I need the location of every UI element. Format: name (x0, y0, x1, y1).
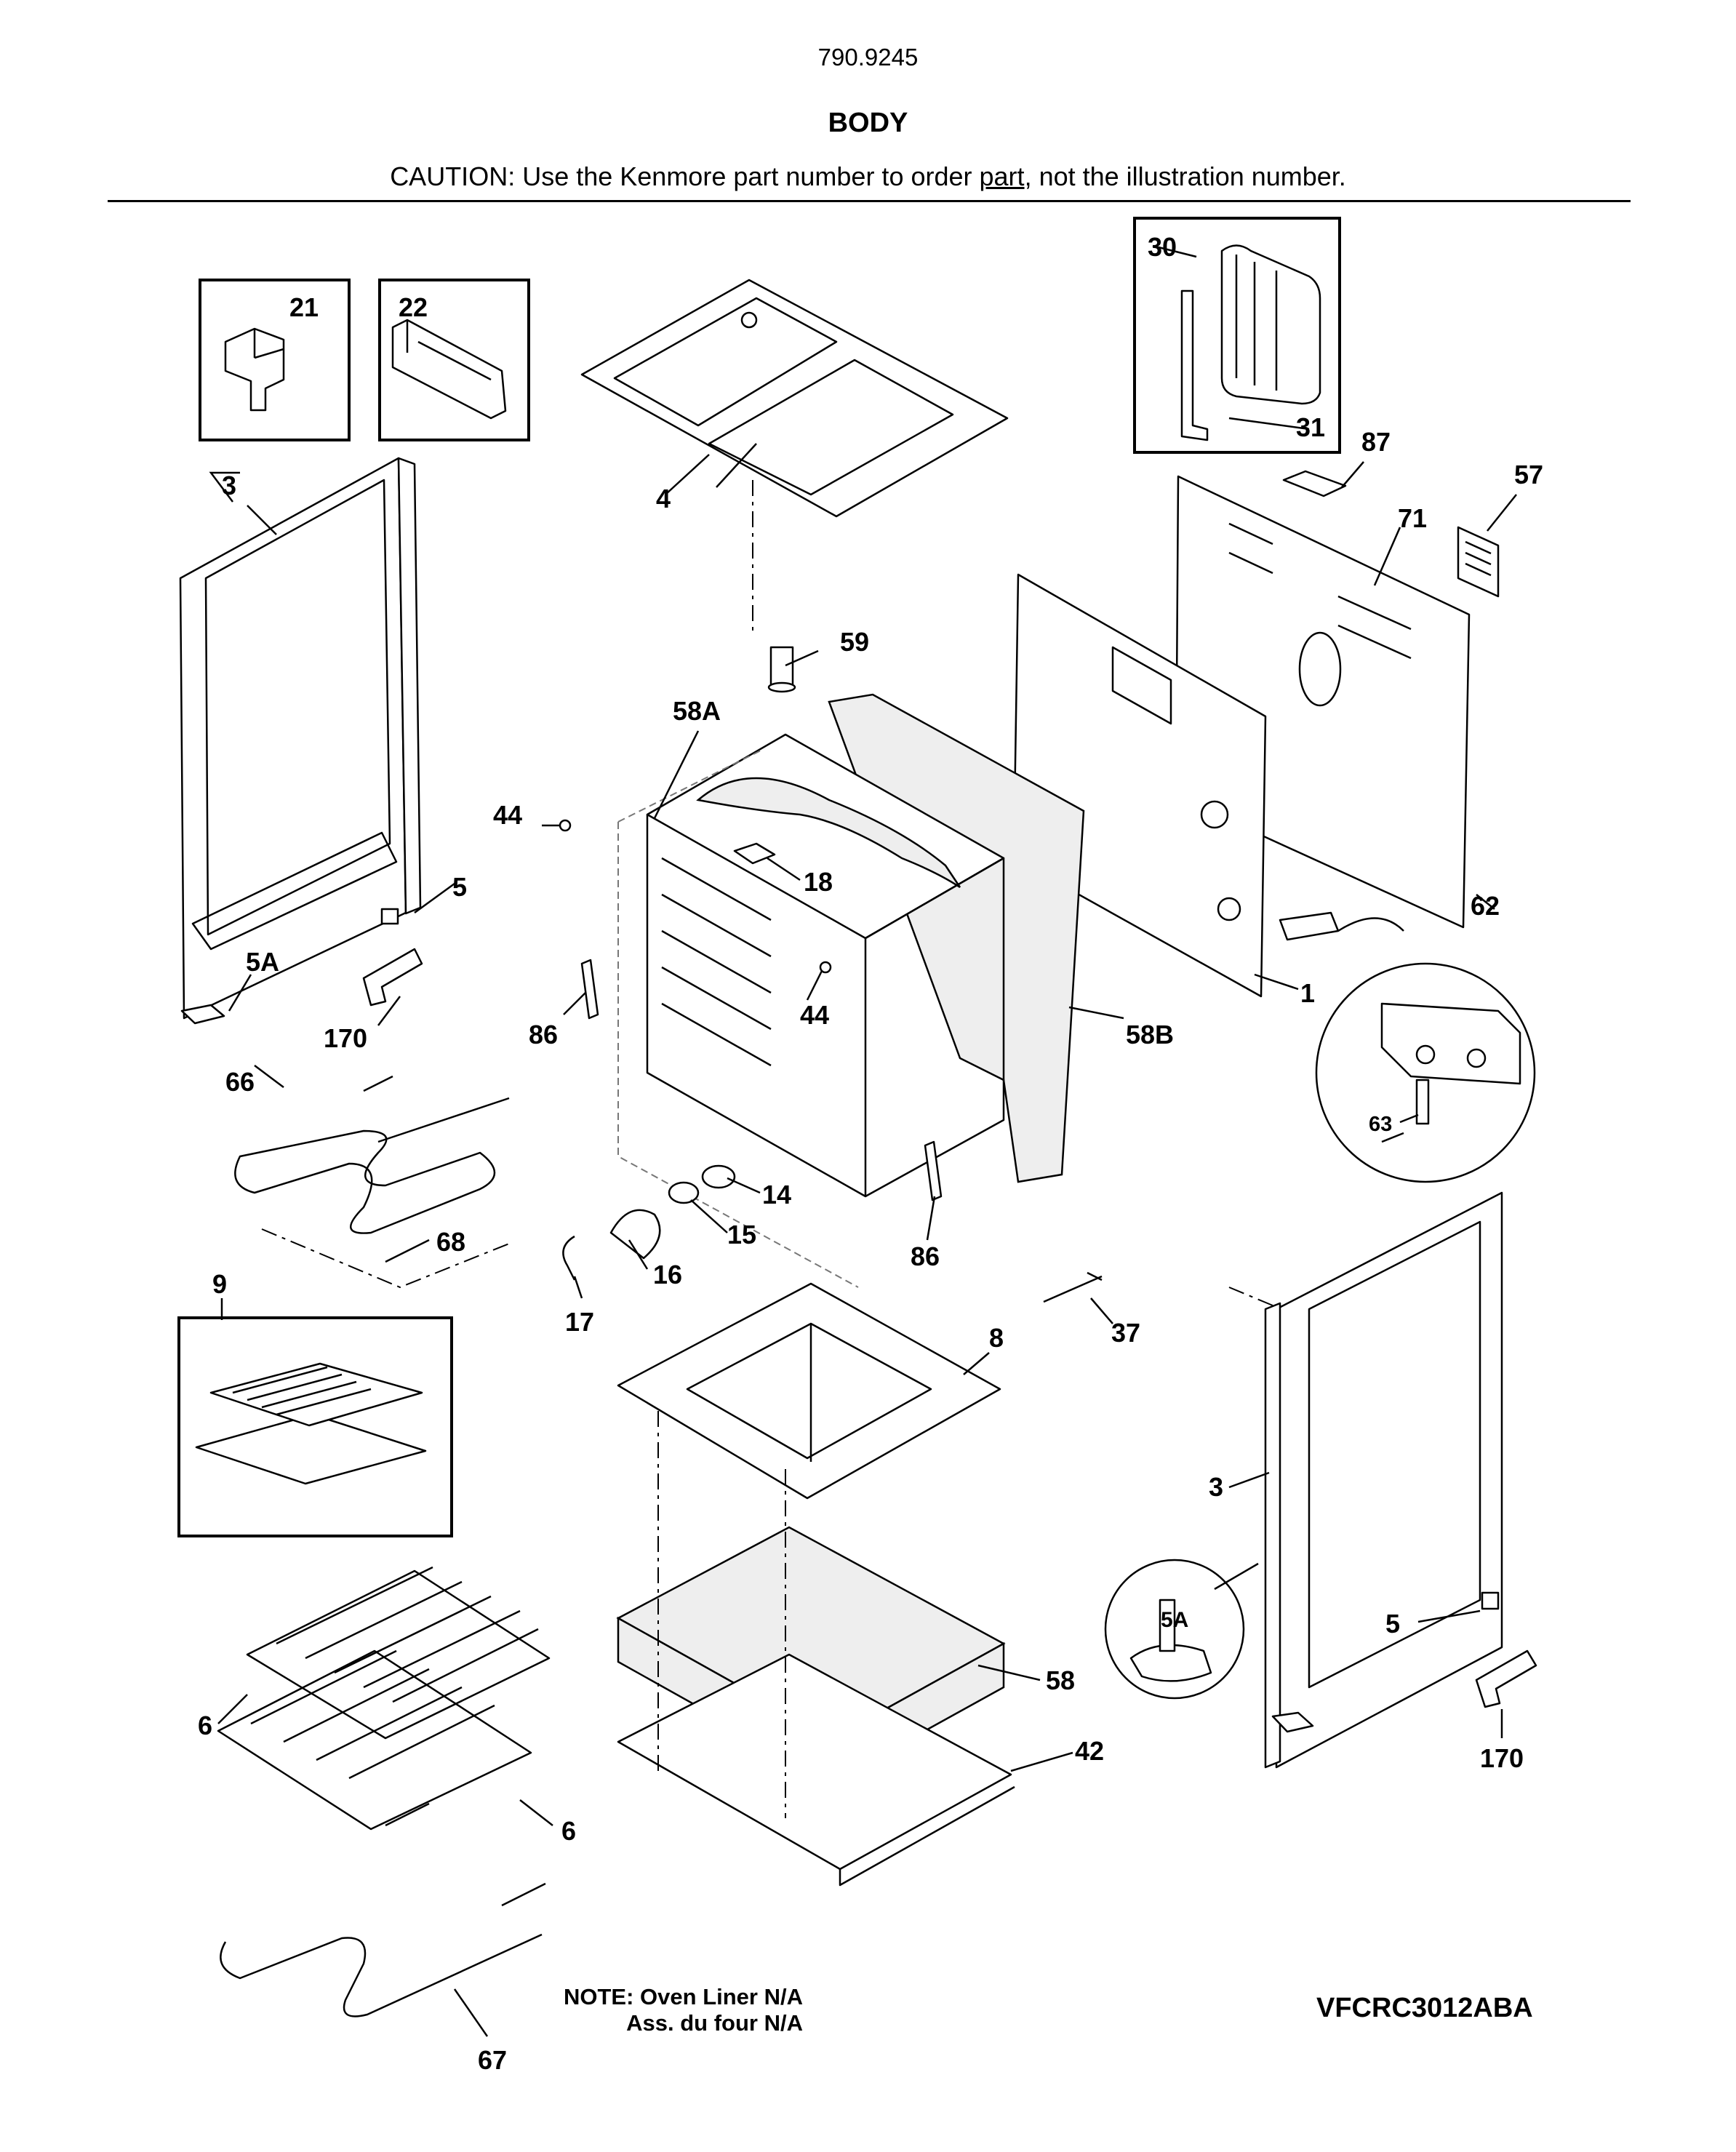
part-86-right[interactable] (924, 1140, 943, 1201)
part-62-terminal[interactable] (1279, 911, 1404, 941)
callout-86-left: 86 (529, 1020, 558, 1049)
callout-6-lower: 6 (561, 1816, 576, 1846)
callout-3-left: 3 (222, 471, 236, 500)
part-21-box[interactable] (199, 279, 351, 441)
callout-57: 57 (1514, 460, 1543, 489)
bottom-pan[interactable] (617, 1653, 1015, 1887)
part-44-top[interactable] (559, 819, 572, 832)
callout-labels: 21 22 30 31 3 4 87 57 71 59 58A 44 18 5 … (198, 232, 1543, 2075)
part-17[interactable] (562, 1235, 576, 1281)
model-number: 790.9245 (817, 44, 919, 71)
callout-14: 14 (762, 1180, 791, 1209)
part-15[interactable] (668, 1181, 700, 1204)
oven-liner-note: NOTE: Oven Liner N/A Ass. du four N/A (564, 1984, 803, 2036)
callout-3-right: 3 (1209, 1472, 1223, 1502)
oven-rack-lower[interactable] (217, 1649, 532, 1831)
part-170-right[interactable] (1475, 1649, 1537, 1708)
callout-58A: 58A (673, 696, 721, 726)
part-5A-right[interactable] (1271, 1711, 1314, 1733)
callout-66: 66 (225, 1067, 255, 1097)
callout-5-left: 5 (452, 872, 467, 902)
callout-67: 67 (478, 2045, 507, 2075)
bottom-panel[interactable] (617, 1282, 1001, 1500)
terminal-block-detail[interactable] (1315, 962, 1536, 1183)
callout-63: 63 (1369, 1113, 1392, 1136)
caution-underlined-word: part (979, 161, 1025, 191)
model-code: VFCRC3012ABA (1316, 1993, 1533, 2023)
part-37[interactable] (1043, 1271, 1103, 1303)
callout-170-left: 170 (324, 1023, 367, 1053)
callout-42: 42 (1075, 1736, 1104, 1766)
part-57[interactable] (1457, 526, 1500, 598)
callout-5A-left: 5A (246, 947, 279, 977)
part-5-left[interactable] (380, 908, 399, 925)
callout-31: 31 (1296, 412, 1325, 442)
callout-18: 18 (804, 867, 833, 897)
foot-detail[interactable] (1104, 1559, 1245, 1700)
oven-rack-upper[interactable] (246, 1566, 551, 1740)
note-line-english: NOTE: Oven Liner N/A (564, 1984, 803, 2009)
broiler-pan-box[interactable] (177, 1316, 453, 1537)
callout-37: 37 (1111, 1318, 1140, 1348)
top-panel[interactable] (580, 279, 1009, 518)
callout-87: 87 (1361, 427, 1391, 457)
callout-44-top: 44 (493, 800, 522, 830)
callout-30: 30 (1148, 232, 1177, 262)
caution-text-end: , not the illustration number. (1024, 161, 1346, 191)
part-5-right[interactable] (1481, 1591, 1500, 1610)
callout-170-right: 170 (1480, 1743, 1524, 1773)
callout-71: 71 (1398, 503, 1427, 533)
callout-8: 8 (989, 1323, 1004, 1353)
part-18[interactable] (733, 842, 776, 865)
callout-68: 68 (436, 1227, 465, 1257)
callout-5A-right: 5A (1161, 1608, 1188, 1632)
note-line-french: Ass. du four N/A (626, 2010, 803, 2036)
callout-16: 16 (653, 1260, 682, 1289)
callout-62: 62 (1471, 891, 1500, 921)
callout-21: 21 (289, 292, 319, 322)
part-59[interactable] (767, 646, 796, 693)
header-divider (108, 200, 1631, 202)
callout-4: 4 (656, 484, 671, 513)
part-16[interactable] (609, 1209, 661, 1260)
caution-text-start: CAUTION: Use the Kenmore part number to … (390, 161, 980, 191)
right-side-panel[interactable] (1228, 1191, 1503, 1769)
part-86-left[interactable] (580, 959, 599, 1020)
callout-15: 15 (727, 1220, 756, 1249)
callout-6-upper: 6 (198, 1711, 212, 1740)
callout-44-mid: 44 (800, 1000, 829, 1030)
callout-58: 58 (1046, 1665, 1075, 1695)
part-5A-left[interactable] (180, 1004, 225, 1025)
callout-22: 22 (399, 292, 428, 322)
oven-cavity[interactable] (617, 733, 1005, 1288)
part-30-31-box[interactable] (1133, 217, 1341, 454)
callout-17: 17 (565, 1307, 594, 1337)
callout-58B: 58B (1126, 1020, 1174, 1049)
callout-9: 9 (212, 1269, 227, 1299)
bake-element[interactable] (220, 1802, 546, 2017)
part-170-left[interactable] (362, 948, 423, 1007)
callout-1: 1 (1300, 978, 1315, 1008)
part-22-box[interactable] (378, 279, 530, 441)
callout-59: 59 (840, 627, 869, 657)
part-87[interactable] (1282, 470, 1347, 497)
broil-element[interactable] (234, 1075, 510, 1289)
caution-text: CAUTION: Use the Kenmore part number to … (0, 161, 1736, 192)
part-44-mid[interactable] (819, 961, 832, 974)
callout-86-right: 86 (911, 1241, 940, 1271)
callout-5-right: 5 (1385, 1609, 1400, 1639)
part-14[interactable] (701, 1164, 736, 1189)
left-side-panel[interactable] (179, 457, 422, 1020)
leader-lines (209, 244, 1517, 2037)
section-title: BODY (828, 108, 908, 138)
